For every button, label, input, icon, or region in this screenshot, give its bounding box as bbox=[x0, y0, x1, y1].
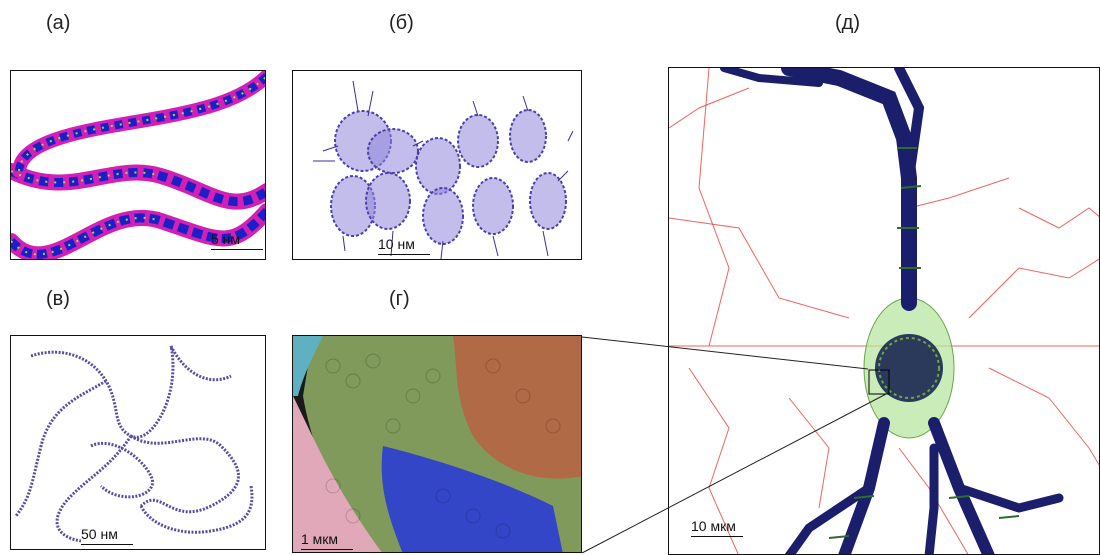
chromatin-fiber-image bbox=[14, 345, 254, 543]
scale-label-g: 1 мкм bbox=[301, 531, 339, 547]
scale-bar-b: 10 нм bbox=[378, 236, 430, 255]
scale-label-v: 50 нм bbox=[81, 526, 118, 542]
scale-bar-d: 10 мкм bbox=[691, 518, 743, 537]
panel-a-dna-helix: 5 нм bbox=[10, 70, 266, 260]
scale-bar-g: 1 мкм bbox=[301, 531, 353, 550]
panel-v-chromatin-fiber: 50 нм bbox=[10, 335, 266, 550]
nucleosome-image bbox=[313, 80, 574, 259]
panel-g-label: (г) bbox=[389, 288, 410, 310]
scale-label-a: 5 нм bbox=[211, 231, 241, 247]
scale-label-b: 10 нм bbox=[378, 236, 415, 252]
dna-helix-image bbox=[11, 71, 265, 259]
panel-g-chromosome-territories: 1 мкм bbox=[292, 335, 582, 553]
panel-v-label: (в) bbox=[46, 288, 70, 310]
panel-b-nucleosomes: 10 нм bbox=[292, 70, 582, 260]
panel-a-label: (а) bbox=[46, 12, 71, 34]
scale-bar-a: 5 нм bbox=[211, 231, 263, 250]
sphere-packing-image bbox=[293, 336, 581, 552]
neuron-image bbox=[669, 68, 1099, 554]
panel-b-label: (б) bbox=[389, 12, 414, 34]
panel-d-label: (д) bbox=[835, 12, 860, 34]
scale-label-d: 10 мкм bbox=[691, 518, 736, 534]
panel-d-neuron: 10 мкм bbox=[668, 67, 1100, 555]
scale-bar-v: 50 нм bbox=[81, 526, 133, 545]
